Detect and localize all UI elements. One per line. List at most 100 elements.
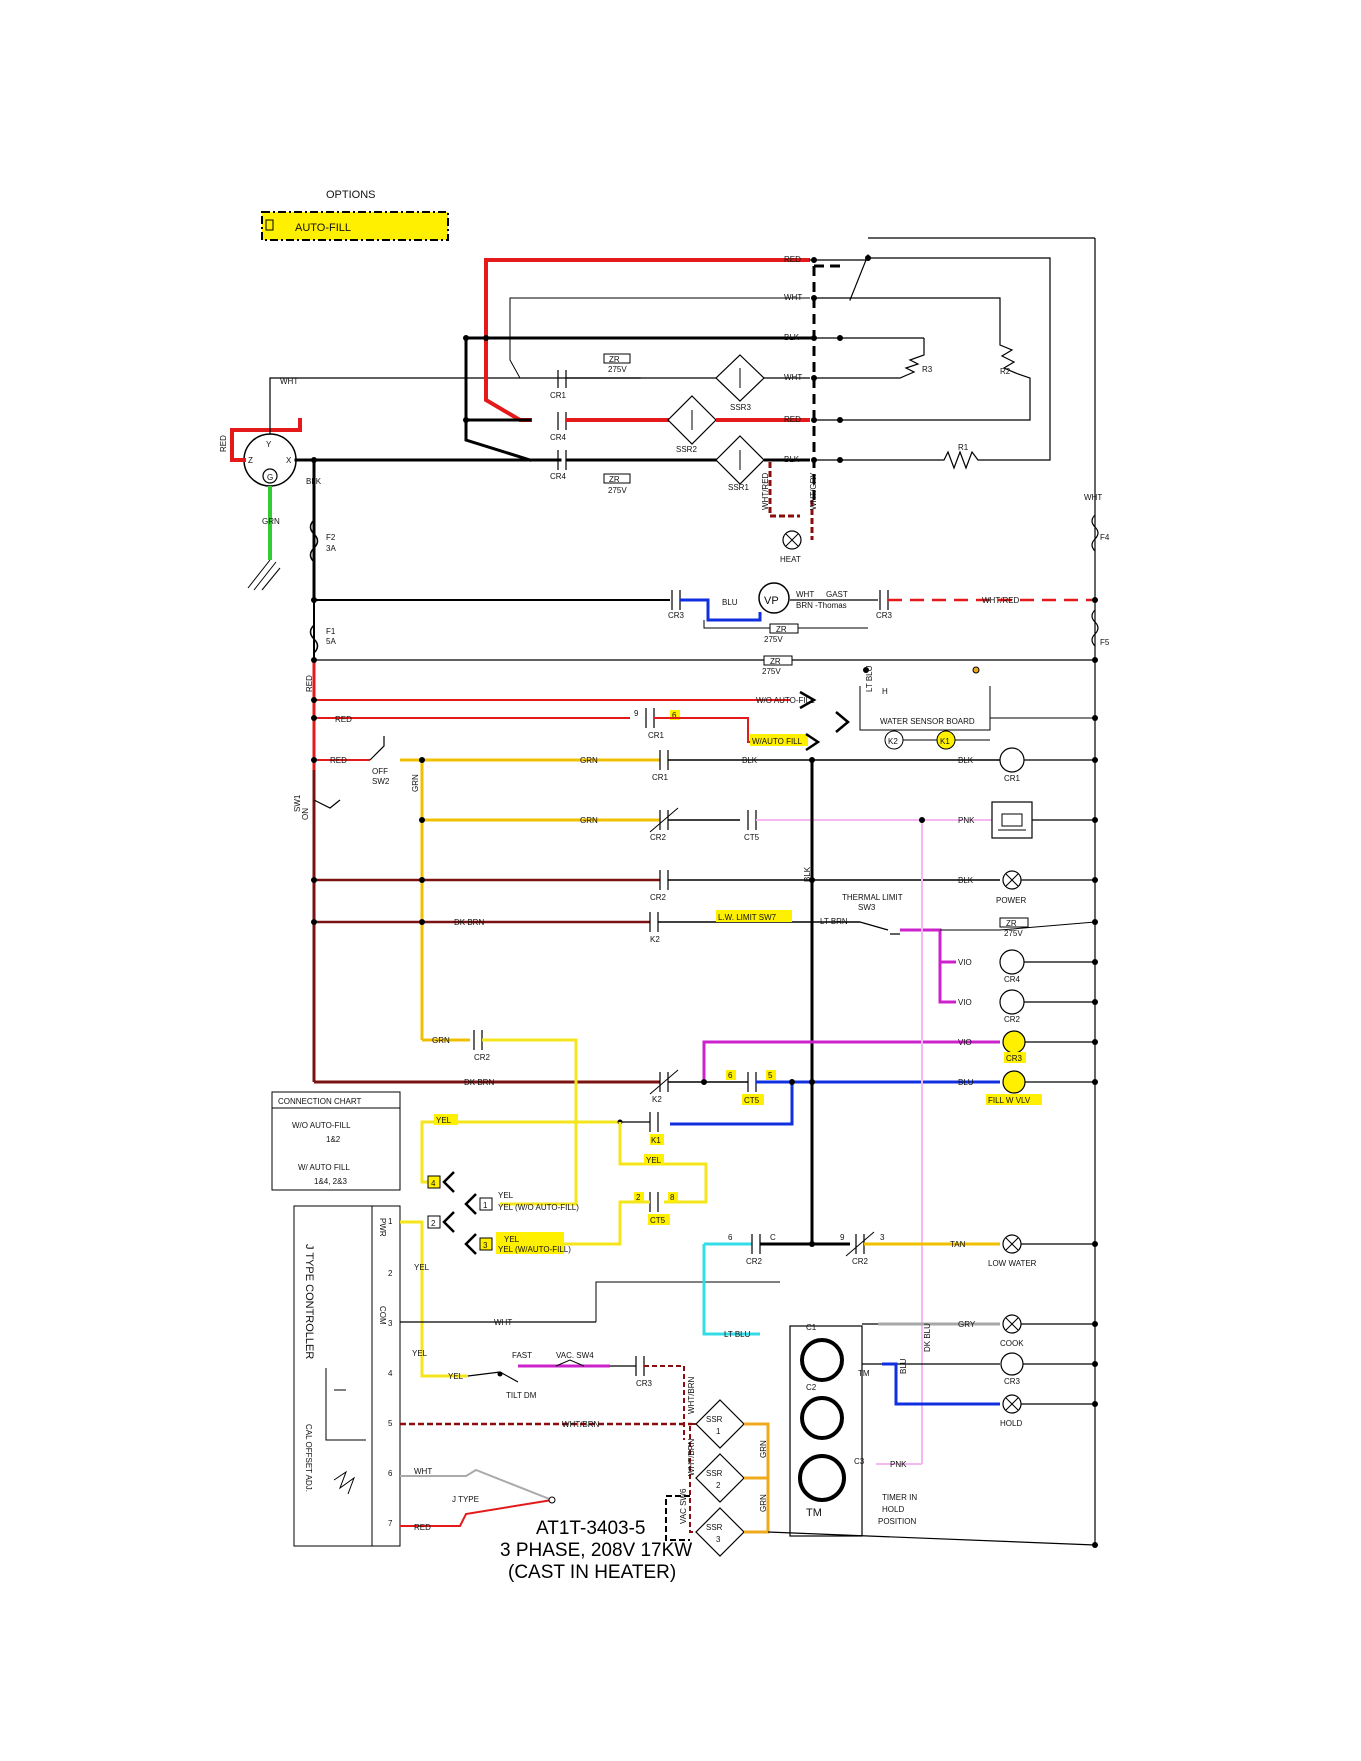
svg-text:Y: Y — [266, 440, 272, 449]
svg-text:K1: K1 — [940, 737, 950, 746]
vio-label-cr2: VIO — [958, 998, 972, 1007]
svg-text:SSR: SSR — [706, 1415, 723, 1424]
svg-text:CR4: CR4 — [550, 433, 567, 442]
svg-text:F1: F1 — [326, 627, 336, 636]
dk-brn-label-k2: DK BRN — [464, 1078, 494, 1087]
auto-fill-label: AUTO-FILL — [295, 222, 351, 234]
svg-text:CR3: CR3 — [668, 611, 685, 620]
svg-text:CR2: CR2 — [746, 1257, 763, 1266]
resistor-r2 — [814, 297, 1031, 421]
svg-text:CR2: CR2 — [650, 833, 667, 842]
svg-text:YEL (W/AUTO-FILL): YEL (W/AUTO-FILL) — [498, 1245, 571, 1254]
tilt-switch: TILT DM FAST — [467, 1351, 537, 1400]
svg-text:YEL (W/O AUTO-FILL): YEL (W/O AUTO-FILL) — [498, 1203, 579, 1212]
connector-pin-2: 2 — [427, 1211, 455, 1233]
r1-label: R1 — [958, 443, 969, 452]
connection-chart: CONNECTION CHART W/O AUTO-FILL 1&2 W/ AU… — [271, 1091, 401, 1191]
red-feed-wire — [484, 258, 532, 422]
svg-text:275V: 275V — [1004, 929, 1023, 938]
resistor-r1 — [814, 257, 1051, 470]
wht-brn-label-ssr: WHT/BRN — [687, 1438, 696, 1476]
connector-yel-w: YEL YEL (W/AUTO-FILL) — [496, 1232, 571, 1254]
cr2-contact-row2: CR2 — [649, 807, 679, 842]
fuse-f1: F1 5A — [309, 624, 336, 654]
k1-contact: K1 — [617, 1112, 664, 1145]
svg-text:CAL OFFSET ADJ.: CAL OFFSET ADJ. — [304, 1424, 313, 1492]
ssr1-top: SSR1 — [715, 435, 765, 492]
svg-text:CT5: CT5 — [650, 1216, 666, 1225]
svg-text:COM: COM — [378, 1306, 387, 1325]
zr-vp: ZR 275V — [703, 620, 868, 644]
svg-text:C1: C1 — [806, 1323, 817, 1332]
gast-label: GAST — [826, 590, 848, 599]
svg-text:275V: 275V — [764, 635, 783, 644]
ssr2-top: SSR2 — [667, 395, 717, 454]
lw-limit-highlight — [716, 910, 792, 922]
cr2-contact-nc-lowwater: 9 3 CR2 — [840, 1231, 885, 1266]
svg-text:K2: K2 — [888, 737, 898, 746]
title-line2: 3 PHASE, 208V 17KW — [500, 1540, 692, 1561]
svg-text:HEAT: HEAT — [780, 555, 801, 564]
k2-contact-row: K2 — [649, 912, 660, 944]
power-lamp: POWER — [996, 870, 1026, 905]
cr2-contact-row3: CR2 — [650, 870, 669, 902]
svg-text:FAST: FAST — [512, 1351, 532, 1360]
svg-text:ZR: ZR — [770, 657, 781, 666]
switch-sw2: OFF SW2 — [369, 736, 390, 786]
lt-brn-label: LT BRN — [820, 917, 848, 926]
wht-label-plug: WHT — [280, 377, 298, 386]
vio-label-cr3: VIO — [958, 1038, 972, 1047]
low-water-lamp: LOW WATER — [988, 1234, 1037, 1268]
timer-note-2: HOLD — [882, 1505, 904, 1514]
r3-label: R3 — [922, 365, 933, 374]
svg-text:K2: K2 — [652, 1095, 662, 1104]
ground-symbol — [247, 559, 281, 591]
plug-red-wire — [230, 418, 302, 462]
yel-label-ct5: YEL — [646, 1156, 662, 1165]
svg-text:SW2: SW2 — [372, 777, 390, 786]
cr1-contact-autofill: 9 6 CR1 — [634, 708, 680, 740]
svg-text:7: 7 — [388, 1519, 393, 1528]
title-line3: (CAST IN HEATER) — [508, 1562, 676, 1583]
svg-text:ZR: ZR — [1006, 919, 1017, 928]
svg-text:1&4, 2&3: 1&4, 2&3 — [314, 1177, 347, 1186]
blk-feed-wire — [312, 336, 562, 462]
vio-cr3-row — [702, 1040, 1000, 1082]
red-label-top: RED — [784, 255, 801, 264]
cr2-contact-yel: CR2 — [473, 1030, 491, 1062]
svg-text:CR2: CR2 — [474, 1053, 491, 1062]
wht-label-vp: WHT — [796, 590, 814, 599]
wht-brn-label: WHT/BRN — [562, 1420, 600, 1429]
svg-text:CR3: CR3 — [876, 611, 893, 620]
svg-text:LOW WATER: LOW WATER — [988, 1259, 1037, 1268]
yel-label-ctl1: YEL — [414, 1263, 430, 1272]
yel-label-ctl2: YEL — [412, 1349, 428, 1358]
svg-text:CR2: CR2 — [650, 893, 667, 902]
pnk-label-timer: PNK — [890, 1460, 907, 1469]
wht-gry-label: WHT/GRY — [809, 472, 818, 510]
svg-text:CONNECTION CHART: CONNECTION CHART — [278, 1097, 362, 1106]
blk-label-row1: BLK — [742, 756, 758, 765]
svg-text:6: 6 — [728, 1233, 733, 1242]
buzzer — [991, 801, 1033, 839]
cr3-contact-fast: CR3 — [635, 1356, 653, 1388]
svg-text:8: 8 — [670, 1193, 675, 1202]
coil-cr1: CR1 — [999, 747, 1025, 783]
dk-blu-label: DK BLU — [923, 1323, 932, 1352]
blu-label-hold: BLU — [899, 1358, 908, 1374]
cr1-contact-top: CR1 — [550, 370, 567, 400]
red-label-tc: RED — [414, 1523, 431, 1532]
resistor-r3 — [814, 338, 925, 379]
lw-limit-label: L.W. LIMIT SW7 — [718, 913, 777, 922]
title-line1: AT1T-3403-5 — [536, 1518, 645, 1539]
zr-thermal — [999, 917, 1029, 928]
svg-text:C: C — [770, 1233, 776, 1242]
svg-text:CR1: CR1 — [1004, 774, 1021, 783]
yel-label-ctl3: YEL — [448, 1372, 464, 1381]
thermal-limit-sw3: THERMAL LIMIT SW3 — [842, 893, 903, 935]
pnk-label-row: PNK — [958, 816, 975, 825]
coil-cr2: CR2 — [999, 989, 1025, 1024]
auto-fill-checkbox — [265, 219, 274, 231]
grn-label-vert: GRN — [411, 774, 420, 792]
heat-lamp: HEAT — [780, 530, 802, 564]
